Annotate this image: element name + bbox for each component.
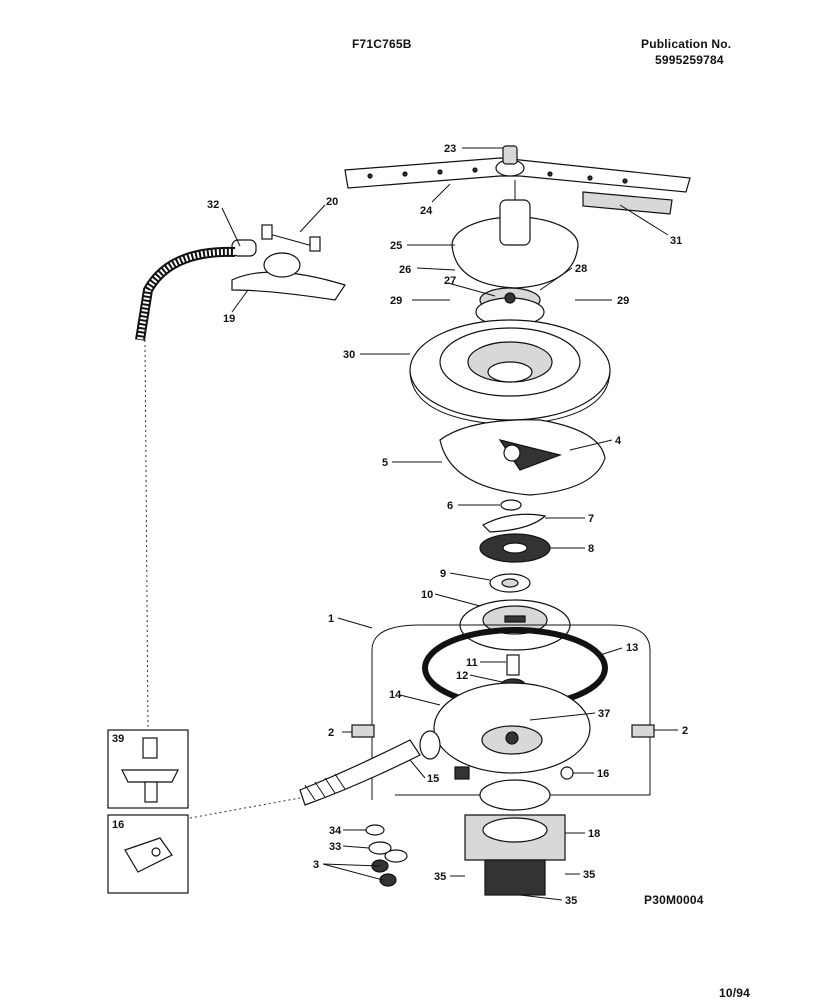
callout-label: 27 — [444, 275, 456, 287]
callout-label: 3 — [313, 859, 319, 871]
model-number: F71C765B — [352, 37, 412, 51]
part-2-clip-right — [631, 724, 655, 738]
hardware-stack — [365, 824, 408, 887]
callout-label: 33 — [329, 841, 341, 853]
supply-hose — [135, 246, 236, 341]
part-16-bracket — [454, 766, 470, 780]
callout-label: 14 — [389, 689, 402, 701]
callout-label: 35 — [565, 895, 577, 907]
callout-label: 8 — [588, 543, 594, 555]
callout-label: 7 — [588, 513, 594, 525]
part-9-seal — [489, 573, 531, 593]
part-7-blade — [481, 513, 547, 533]
publication-number: 5995259784 — [655, 53, 724, 67]
part-6-ring — [500, 499, 522, 511]
part-15-drain-hose — [299, 730, 441, 806]
callout-label: 35 — [434, 871, 446, 883]
revision-date: 10/94 — [719, 986, 751, 1000]
part-1-wire-frame — [371, 624, 651, 800]
callout-label: 1 — [328, 613, 334, 625]
callout-labels: 23 24 31 32 20 19 25 26 28 27 29 29 30 4… — [112, 143, 688, 907]
leader-lines — [221, 147, 678, 901]
inset-39-box — [107, 729, 189, 809]
impeller-seat — [475, 287, 545, 327]
callout-label: 13 — [626, 642, 638, 654]
part-14-sump — [433, 682, 591, 774]
part-18-motor — [464, 779, 566, 896]
spray-arm — [344, 145, 691, 193]
callout-label: 9 — [440, 568, 446, 580]
upper-spray-assembly — [231, 224, 346, 301]
callout-label: 18 — [588, 828, 600, 840]
hose-guide-line — [144, 339, 149, 731]
callout-label: 34 — [329, 825, 342, 837]
pump-cover — [451, 180, 579, 289]
callout-label: 25 — [390, 240, 402, 252]
callout-label: 6 — [447, 500, 453, 512]
part-2-clip-left — [351, 724, 375, 738]
chopper-plate — [439, 419, 606, 496]
inset-label-39: 39 — [112, 733, 124, 745]
callout-label: 2 — [328, 727, 334, 739]
callout-label: 37 — [598, 708, 610, 720]
callout-label: 2 — [682, 725, 688, 737]
callout-label: 12 — [456, 670, 468, 682]
callout-label: 4 — [615, 435, 622, 447]
callout-label: 29 — [617, 295, 629, 307]
callout-label: 10 — [421, 589, 433, 601]
callout-label: 29 — [390, 295, 402, 307]
diagram-code: P30M0004 — [644, 893, 704, 907]
callout-label: 28 — [575, 263, 587, 275]
part-16-nut — [560, 766, 574, 780]
part-8-filter-disc — [479, 533, 551, 563]
callout-label: 5 — [382, 457, 388, 469]
inset-guide-line — [189, 797, 301, 819]
inset-16-box — [107, 814, 189, 894]
callout-label: 15 — [427, 773, 439, 785]
callout-label: 23 — [444, 143, 456, 155]
callout-label: 19 — [223, 313, 235, 325]
part-31-strip — [582, 191, 673, 215]
pump-housing — [409, 319, 611, 426]
callout-label: 32 — [207, 199, 219, 211]
publication-label: Publication No. — [641, 37, 732, 51]
callout-label: 26 — [399, 264, 411, 276]
callout-label: 35 — [583, 869, 595, 881]
callout-label: 30 — [343, 349, 355, 361]
callout-label: 24 — [420, 205, 433, 217]
callout-label: 20 — [326, 196, 338, 208]
callout-label: 31 — [670, 235, 682, 247]
inset-label-16: 16 — [112, 819, 124, 831]
callout-label: 16 — [597, 768, 609, 780]
callout-label: 11 — [466, 657, 478, 669]
